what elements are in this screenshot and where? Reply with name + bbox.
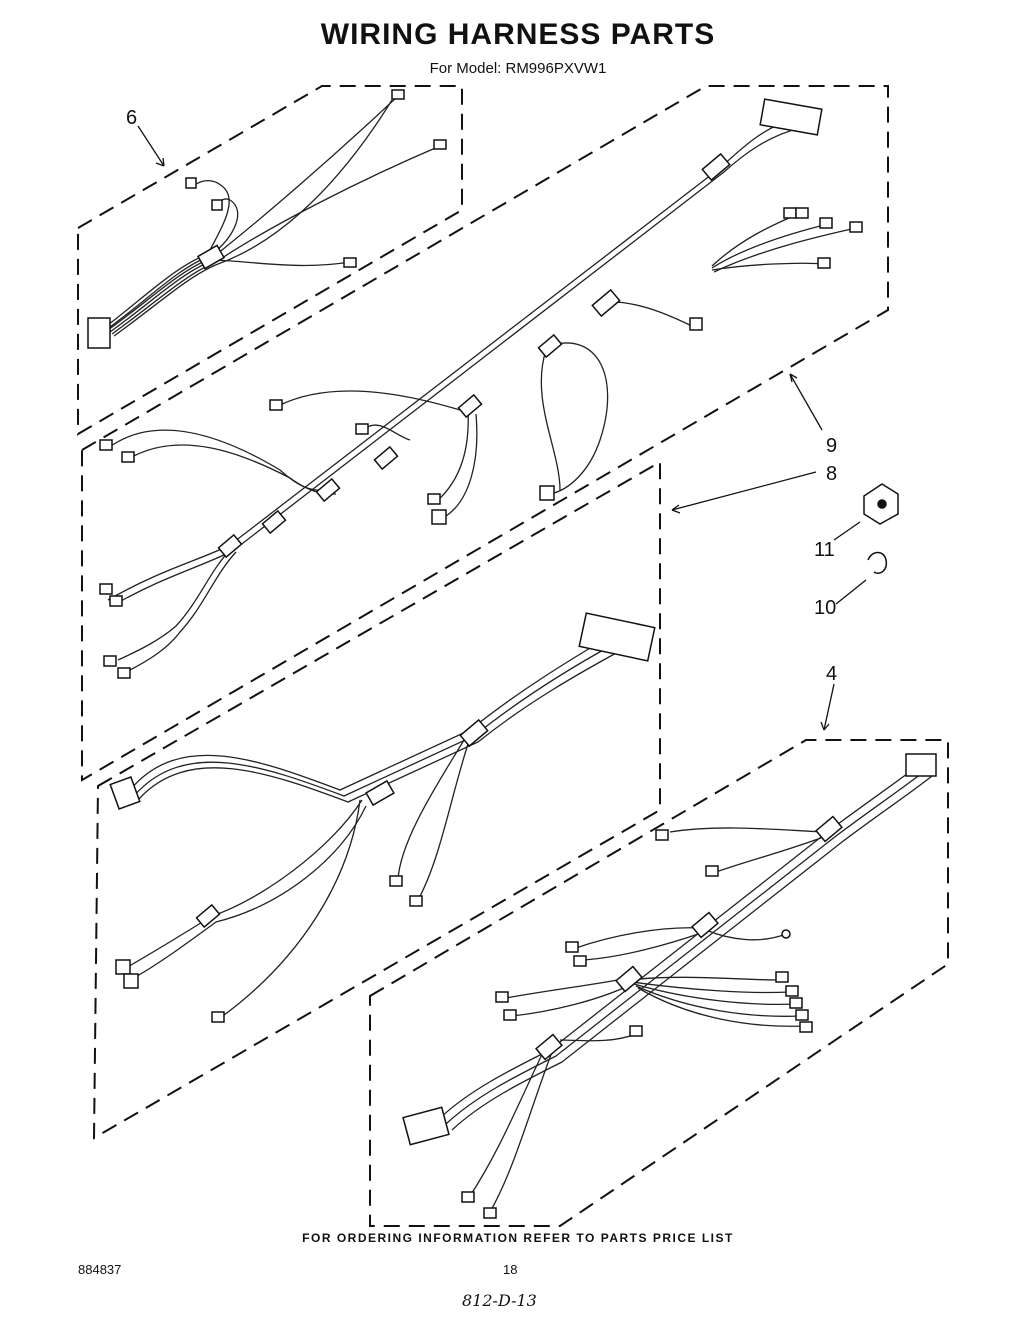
- harness-9-terminal: [539, 485, 555, 501]
- harness-8-wires: [125, 635, 619, 1019]
- harness-8-end-plug: [109, 776, 141, 810]
- harness-9-sleeve: [701, 152, 731, 182]
- harness-4-terminal: [483, 1207, 497, 1219]
- harness-9-terminal: [117, 667, 131, 679]
- callout-6: 6: [126, 107, 137, 129]
- harness-6-terminal: [211, 199, 223, 211]
- harness-6-plug: [87, 317, 111, 349]
- harness-8-sleeve: [365, 779, 395, 807]
- harness-9-terminal: [817, 257, 831, 269]
- boundary-part-4: [369, 739, 949, 1227]
- page-title: WIRING HARNESS PARTS: [320, 18, 716, 51]
- harness-8-sleeve: [195, 903, 221, 929]
- harness-9-terminal: [689, 317, 703, 331]
- harness-9-terminal: [431, 509, 447, 525]
- harness-4-wires: [439, 763, 933, 1213]
- harness-4-connectors: [402, 753, 937, 1219]
- harness-9-terminal: [427, 493, 441, 505]
- harness-4-terminal: [799, 1021, 813, 1033]
- tie-part-10: [867, 551, 888, 574]
- leader-lines: [137, 125, 867, 731]
- boundary-part-8: [92, 460, 661, 1140]
- callout-9: 9: [826, 435, 837, 457]
- harness-4-multi-plug: [402, 1106, 450, 1146]
- harness-6-connectors: [87, 89, 447, 349]
- harness-4-terminal: [775, 971, 789, 983]
- harness-6-terminal: [343, 257, 357, 268]
- harness-9-terminal: [121, 451, 135, 463]
- harness-9-terminal: [109, 595, 123, 607]
- harness-9-multi-plug: [759, 98, 823, 136]
- harness-8-terminal: [409, 895, 423, 907]
- boundary-part-9: [81, 85, 889, 782]
- model-line: For Model: RM996PXVW1: [429, 60, 607, 77]
- harness-8-multi-plug: [578, 612, 656, 662]
- harness-4-sleeve: [615, 965, 643, 993]
- harness-9-terminal: [795, 207, 809, 219]
- harness-4-terminal: [573, 955, 587, 967]
- harness-4-terminal: [565, 941, 579, 953]
- harness-8-terminal: [115, 959, 131, 975]
- harness-8-terminal: [123, 973, 139, 989]
- doc-number: 884837: [78, 1262, 122, 1277]
- harness-8-connectors: [109, 612, 656, 1023]
- harness-4-terminal: [795, 1009, 809, 1021]
- page-number: 18: [503, 1262, 518, 1277]
- handwritten-code: 812-D-13: [462, 1291, 537, 1310]
- harness-9-terminal: [849, 221, 863, 233]
- harness-6-terminal: [391, 89, 405, 100]
- harness-9-connectors: [99, 98, 863, 679]
- harness-8-terminal: [211, 1011, 225, 1023]
- harness-9-terminal: [819, 217, 833, 229]
- harness-8-sleeve: [459, 718, 489, 748]
- harness-9-sleeve: [457, 393, 483, 419]
- harness-9-sleeve: [315, 477, 341, 503]
- harness-9-terminal: [783, 207, 797, 219]
- harness-4-sleeve: [815, 815, 843, 843]
- harness-4-terminal: [503, 1009, 517, 1021]
- harness-4-sleeve: [691, 911, 719, 939]
- harness-6-terminal: [185, 177, 197, 189]
- harness-6-terminal: [433, 139, 447, 150]
- ordering-note: FOR ORDERING INFORMATION REFER TO PARTS …: [302, 1231, 734, 1245]
- harness-9-terminal: [99, 439, 113, 451]
- harness-4-end-plug: [905, 753, 937, 777]
- harness-6-sleeve: [196, 244, 226, 270]
- harness-4-terminal: [495, 991, 509, 1003]
- harness-9-sleeve: [537, 333, 563, 359]
- harness-4-terminal: [655, 829, 669, 841]
- harness-6-wires: [103, 95, 441, 337]
- harness-9-terminal: [103, 655, 117, 667]
- harness-9-terminal: [269, 399, 283, 411]
- harness-9-sleeve: [217, 533, 243, 559]
- dashed-part-boundaries: [77, 85, 949, 1227]
- harness-4-terminal: [629, 1025, 643, 1037]
- harness-4-terminal: [785, 985, 799, 997]
- harness-8-terminal: [389, 875, 403, 887]
- boundary-part-6: [77, 85, 463, 436]
- harness-9-sleeve: [261, 509, 287, 535]
- harness-9-terminal: [99, 583, 113, 595]
- callout-10: 10: [814, 597, 836, 619]
- harness-9-terminal: [355, 423, 369, 435]
- harness-9-sleeve: [373, 445, 399, 471]
- callout-4: 4: [826, 663, 837, 685]
- harness-4-terminal: [789, 997, 803, 1009]
- harness-4-terminal: [461, 1191, 475, 1203]
- harness-4-ring-terminal: [781, 929, 791, 939]
- loose-parts: [863, 483, 899, 574]
- callout-8: 8: [826, 463, 837, 485]
- harness-4-sleeve: [535, 1033, 563, 1061]
- harness-4-terminal: [705, 865, 719, 877]
- harness-9-sleeve: [591, 288, 621, 318]
- callout-11: 11: [814, 539, 835, 561]
